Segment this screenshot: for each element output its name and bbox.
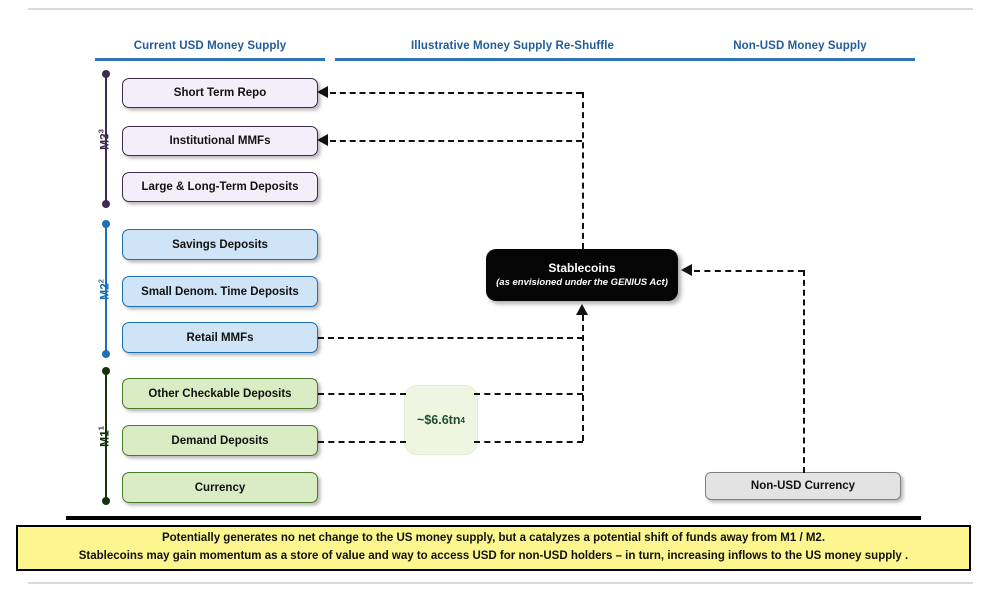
money-box-demand-deposits[interactable]: Demand Deposits — [122, 425, 318, 456]
connector-non-usd-vertical — [803, 270, 805, 473]
column-title-current-usd: Current USD Money Supply — [133, 40, 287, 52]
bracket-m2-dot-bottom — [102, 350, 111, 358]
stablecoins-box[interactable]: Stablecoins (as envisioned under the GEN… — [486, 249, 678, 301]
arrowhead-stablecoins-inflow — [576, 304, 588, 315]
stablecoins-subtitle: (as envisioned under the GENIUS Act) — [496, 276, 668, 288]
bracket-m3-dot-bottom — [102, 200, 111, 208]
money-box-short-term-repo[interactable]: Short Term Repo — [122, 78, 318, 108]
summary-banner-line-2: Stablecoins may gain momentum as a store… — [78, 550, 909, 562]
arrowhead-short-term-repo — [317, 86, 328, 98]
bracket-m2 — [102, 220, 111, 358]
column-title-non-usd: Non-USD Money Supply — [733, 40, 867, 52]
column-title-reshuffle: Illustrative Money Supply Re-Shuffle — [411, 40, 614, 52]
bracket-label-m1: M11 — [97, 407, 112, 467]
bracket-m3 — [102, 70, 111, 208]
bracket-m2-dot-top — [102, 220, 111, 228]
connector-from-demand-deposits-right — [474, 441, 583, 443]
top-divider-rule — [28, 8, 973, 10]
bracket-label-m3-sup: 3 — [96, 129, 106, 134]
bracket-label-m2: M22 — [97, 260, 112, 320]
bracket-m1-dot-top — [102, 367, 111, 375]
amount-value: ~$6.6tn — [417, 413, 461, 427]
summary-banner: Potentially generates no net change to t… — [16, 525, 971, 571]
connector-from-retail-mmfs — [318, 337, 583, 339]
bracket-m1 — [102, 367, 111, 505]
bracket-label-m2-sup: 2 — [96, 279, 106, 284]
arrowhead-institutional-mmfs — [317, 134, 328, 146]
summary-banner-line-1: Potentially generates no net change to t… — [161, 532, 826, 545]
amount-superscript: 4 — [460, 415, 465, 425]
connector-trunk-lower-vertical — [582, 315, 584, 441]
connector-trunk-upper-vertical — [582, 92, 584, 249]
connector-non-usd-horizontal — [694, 270, 804, 272]
bracket-label-m3: M33 — [97, 110, 112, 170]
bracket-label-m2-text: M2 — [97, 283, 112, 300]
bracket-label-m3-text: M3 — [97, 133, 112, 150]
bracket-m1-dot-bottom — [102, 497, 111, 505]
column-underline-2 — [335, 58, 690, 61]
connector-from-other-checkable-deposits-left — [318, 393, 406, 395]
money-box-retail-mmfs[interactable]: Retail MMFs — [122, 322, 318, 353]
connector-from-demand-deposits-left — [318, 441, 406, 443]
bottom-divider-rule — [28, 582, 973, 584]
stablecoins-title: Stablecoins — [548, 260, 616, 275]
money-box-small-denom-time-deposits[interactable]: Small Denom. Time Deposits — [122, 276, 318, 307]
column-underline-3 — [685, 58, 915, 61]
money-box-non-usd-currency[interactable]: Non-USD Currency — [705, 472, 901, 500]
connector-from-other-checkable-deposits-right — [474, 393, 583, 395]
arrowhead-non-usd-inflow — [681, 264, 692, 276]
bracket-m3-dot-top — [102, 70, 111, 78]
column-underline-1 — [95, 58, 325, 61]
money-box-institutional-mmfs[interactable]: Institutional MMFs — [122, 126, 318, 156]
bracket-label-m1-sup: 1 — [96, 426, 106, 431]
money-box-other-checkable-deposits[interactable]: Other Checkable Deposits — [122, 378, 318, 409]
money-box-savings-deposits[interactable]: Savings Deposits — [122, 229, 318, 260]
money-box-large-long-term-deposits[interactable]: Large & Long-Term Deposits — [122, 172, 318, 202]
money-box-currency[interactable]: Currency — [122, 472, 318, 503]
connector-to-institutional-mmfs — [330, 140, 582, 142]
footer-separator-rule — [66, 516, 921, 520]
bracket-label-m1-text: M1 — [97, 430, 112, 447]
connector-to-short-term-repo — [330, 92, 582, 94]
